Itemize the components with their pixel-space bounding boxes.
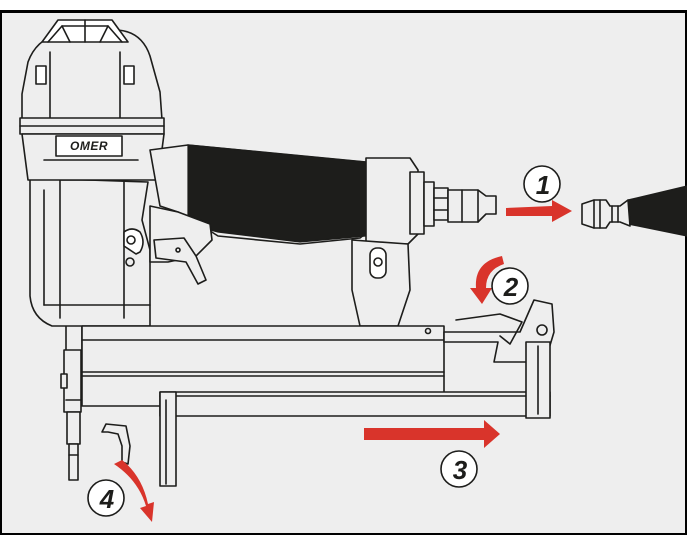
step-number-4: 4 [99, 484, 115, 514]
arrow-disconnect-hose [506, 200, 572, 222]
trigger [153, 237, 207, 285]
top-border [0, 10, 687, 13]
brand-logo-box [55, 135, 123, 157]
nose-guide [60, 322, 83, 481]
brand-logo: OMER [70, 139, 108, 153]
step-number-2: 2 [503, 272, 519, 302]
step-badge-4: 4 [87, 479, 125, 517]
quick-coupler [581, 199, 631, 229]
magazine [81, 299, 555, 487]
nail-gun: OMER [19, 19, 555, 487]
arrow-pull-rail [364, 420, 500, 448]
step-number-3: 3 [453, 455, 468, 485]
step-number-1: 1 [536, 170, 550, 200]
step-badge-1: 1 [523, 165, 561, 203]
step-badge-2: 2 [491, 267, 529, 305]
arrow-release-latch [470, 256, 504, 304]
air-fitting [447, 189, 497, 223]
step-badge-3: 3 [440, 450, 478, 488]
arrow-remove-nail [114, 460, 154, 522]
rubber-grip [187, 144, 367, 243]
air-hose [581, 185, 687, 237]
